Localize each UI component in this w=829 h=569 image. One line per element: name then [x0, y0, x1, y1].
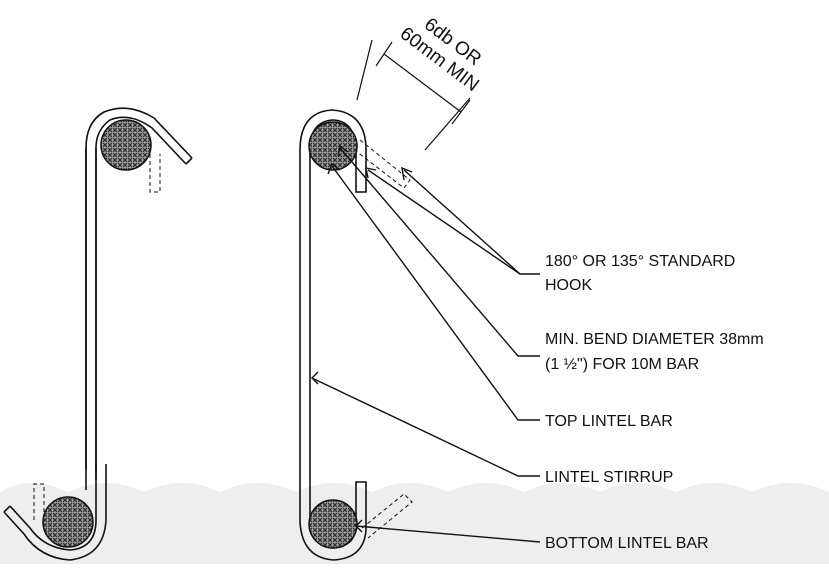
masonry-band — [0, 480, 829, 564]
left-top-bar — [100, 119, 152, 171]
callout-top-bar: TOP LINTEL BAR — [545, 413, 673, 430]
callout-hook-line1: 180° OR 135° STANDARD — [545, 253, 735, 270]
right-bottom-bar — [308, 499, 358, 549]
leader-arrowheads — [311, 144, 413, 533]
hook-length-dimension — [356, 39, 471, 151]
callout-hook: 180° OR 135° STANDARD HOOK — [545, 253, 735, 294]
callout-bend: MIN. BEND DIAMETER 38mm (1 ½") FOR 10M B… — [545, 331, 764, 373]
callout-bend-line2: (1 ½") FOR 10M BAR — [545, 356, 699, 373]
right-top-bar — [308, 121, 358, 171]
left-stirrup — [3, 107, 193, 561]
callout-bend-line1: MIN. BEND DIAMETER 38mm — [545, 331, 764, 348]
right-alt-hook-top — [351, 139, 411, 189]
left-alt-hook-top — [149, 154, 161, 193]
leader-lines — [311, 147, 541, 543]
callout-stirrup: LINTEL STIRRUP — [545, 469, 673, 486]
right-alt-hook-bottom — [361, 493, 413, 539]
callout-bottom-bar: BOTTOM LINTEL BAR — [545, 535, 709, 552]
dimension-note: 6db OR 60mm MIN — [396, 14, 485, 96]
left-bottom-bar — [42, 496, 94, 548]
left-alt-hook-bottom — [33, 483, 45, 520]
callout-hook-line2: HOOK — [545, 277, 592, 294]
